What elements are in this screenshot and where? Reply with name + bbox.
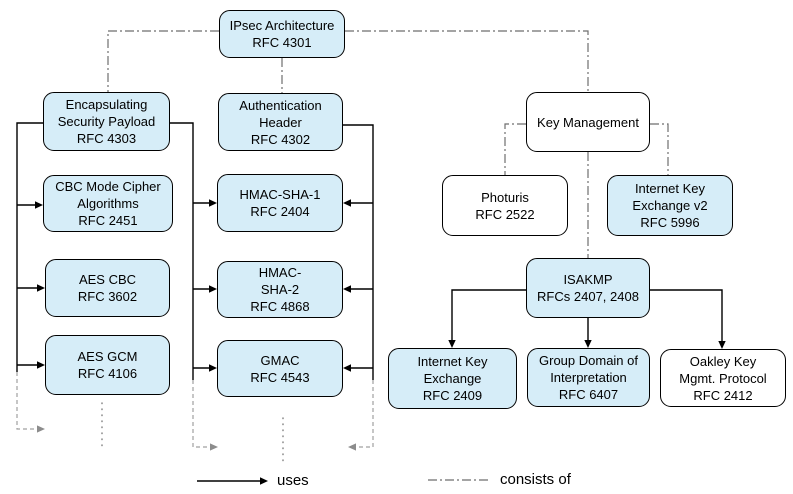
legend-uses-arrowhead bbox=[260, 477, 268, 485]
legend-uses-label: uses bbox=[277, 472, 309, 489]
node-aes-cbc: AES CBC RFC 3602 bbox=[45, 259, 170, 317]
node-ike-v2: Internet Key Exchange v2 RFC 5996 bbox=[607, 175, 733, 236]
continuation-arrowhead-right bbox=[348, 443, 356, 451]
node-photuris: Photuris RFC 2522 bbox=[442, 175, 568, 236]
arrowhead-hmacsha1-left bbox=[209, 199, 217, 207]
continuation-left-column bbox=[16, 372, 37, 430]
edge-uses-isakmp-ike bbox=[451, 289, 526, 341]
edge-uses-isakmp-oakley bbox=[650, 289, 723, 342]
continuation-ah-trunk bbox=[356, 380, 374, 448]
edge-uses-ah-trunk bbox=[343, 124, 374, 380]
edge-uses-esp-left-trunk bbox=[16, 122, 43, 372]
arrowhead-gdoi bbox=[584, 340, 592, 348]
node-ipsec-architecture: IPsec Architecture RFC 4301 bbox=[219, 10, 345, 58]
node-hmac-sha-1: HMAC-SHA-1 RFC 2404 bbox=[217, 174, 343, 232]
node-esp: Encapsulating Security Payload RFC 4303 bbox=[43, 92, 170, 151]
arrowhead-hmacsha1-right bbox=[343, 199, 351, 207]
edge-uses-esp-right-trunk bbox=[170, 122, 194, 380]
arrowhead-hmacsha2-left bbox=[209, 285, 217, 293]
node-cbc-mode-cipher: CBC Mode Cipher Algorithms RFC 2451 bbox=[43, 175, 173, 232]
arrowhead-aesgcm bbox=[37, 361, 45, 369]
edge-consists-km-photuris bbox=[504, 123, 526, 175]
continuation-arrowhead-left bbox=[37, 425, 45, 433]
legend-consists-of-label: consists of bbox=[500, 471, 571, 488]
node-gdoi: Group Domain of Interpretation RFC 6407 bbox=[527, 348, 650, 407]
arrowhead-hmacsha2-right bbox=[343, 285, 351, 293]
continuation-esp-trunk bbox=[192, 380, 210, 448]
edge-consists-ipsec-km bbox=[345, 30, 589, 92]
node-isakmp: ISAKMP RFCs 2407, 2408 bbox=[526, 258, 650, 318]
arrowhead-gmac-left bbox=[209, 364, 217, 372]
node-authentication-header: Authentication Header RFC 4302 bbox=[218, 93, 343, 151]
arrowhead-oakley bbox=[718, 341, 726, 349]
node-aes-gcm: AES GCM RFC 4106 bbox=[45, 335, 170, 395]
node-hmac-sha-2: HMAC- SHA-2 RFC 4868 bbox=[217, 261, 343, 318]
continuation-arrowhead-middle bbox=[210, 443, 218, 451]
arrowhead-ike bbox=[448, 340, 456, 348]
edge-consists-ipsec-esp bbox=[107, 30, 219, 92]
edge-consists-km-ikev2 bbox=[650, 123, 669, 175]
arrowhead-gmac-right bbox=[343, 364, 351, 372]
node-key-management: Key Management bbox=[526, 92, 650, 152]
arrowhead-aescbc bbox=[37, 284, 45, 292]
node-gmac: GMAC RFC 4543 bbox=[217, 340, 343, 397]
node-oakley: Oakley Key Mgmt. Protocol RFC 2412 bbox=[660, 349, 786, 407]
node-ike: Internet Key Exchange RFC 2409 bbox=[388, 348, 517, 409]
arrowhead-cbc bbox=[35, 201, 43, 209]
